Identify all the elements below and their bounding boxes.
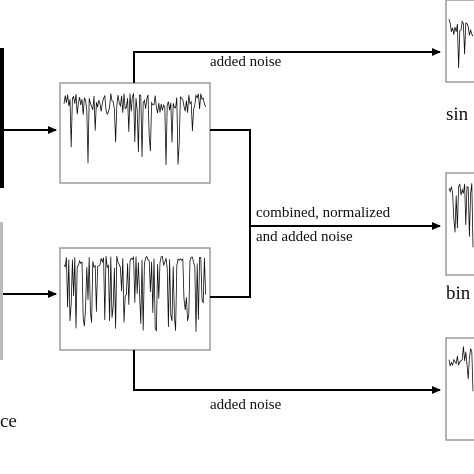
output-waveform-middle xyxy=(448,183,474,248)
signal-waveform-bottom xyxy=(63,255,206,332)
arrow-bottom-added-noise xyxy=(133,350,441,394)
signal-waveform-top xyxy=(63,92,206,166)
output-label-bottom: ce xyxy=(0,411,17,432)
label-top-added-noise: added noise xyxy=(210,54,282,70)
output-label-middle: bin xyxy=(446,283,471,304)
output-label-top: sin xyxy=(446,104,469,125)
label-combined-normalized: combined, normalized xyxy=(256,205,391,221)
label-bottom-added-noise: added noise xyxy=(210,397,282,413)
arrow-top-added-noise xyxy=(133,48,441,83)
output-box-bottom xyxy=(445,337,474,441)
left-source-bar-top xyxy=(0,48,4,188)
output-box-top xyxy=(445,0,474,83)
output-waveform-bottom xyxy=(448,346,474,392)
label-and-added-noise: and added noise xyxy=(256,229,353,245)
output-waveform-top xyxy=(448,18,474,69)
connector-bottom-to-combine xyxy=(210,226,251,298)
connector-top-to-combine xyxy=(210,129,251,226)
left-source-bar-bottom xyxy=(0,222,3,360)
